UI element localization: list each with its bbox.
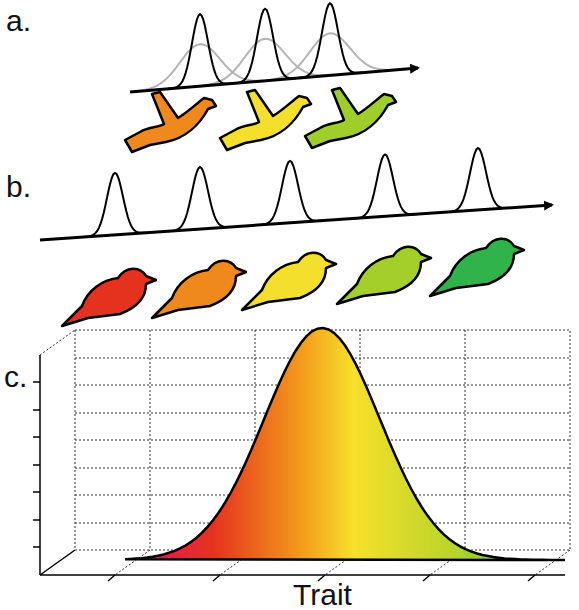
panel-label: a. [6,6,31,36]
distribution-curve [83,173,147,237]
distribution-curve [258,161,322,225]
distribution-curve [353,154,417,218]
axis-label: Trait [293,580,352,610]
distribution-curve [168,14,232,89]
distribution-curve [298,3,362,78]
distribution-curve [446,148,510,212]
distribution-curve [168,167,232,231]
panel-label: b. [6,172,31,202]
distribution-curve [233,9,297,84]
panel-label: c. [4,362,27,392]
